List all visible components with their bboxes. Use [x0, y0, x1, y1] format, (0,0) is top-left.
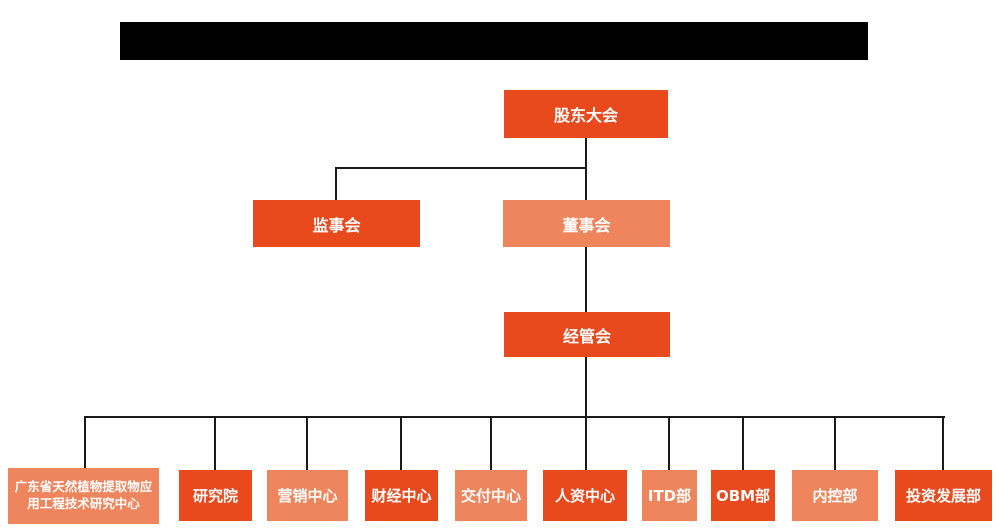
- connector-branch-to-supervisory: [335, 167, 337, 201]
- connector-management-to-rail: [585, 356, 587, 417]
- connector-root-to-board: [585, 138, 587, 201]
- node-label: 交付中心: [460, 487, 521, 505]
- connector-drop-7: [668, 416, 670, 471]
- node-label: 经管会: [562, 326, 611, 346]
- dept-finance-center: 财经中心: [365, 470, 438, 521]
- node-label: 人资中心: [554, 487, 615, 505]
- dept-itd: ITD部: [642, 470, 697, 521]
- connector-drop-2: [214, 416, 216, 471]
- node-label: 监事会: [312, 215, 361, 235]
- connector-drop-3: [306, 416, 308, 471]
- connector-board-to-management: [585, 246, 587, 313]
- dept-internal-control: 内控部: [792, 470, 878, 521]
- node-supervisory-board: 监事会: [253, 200, 420, 247]
- connector-branch-horizontal: [335, 167, 587, 169]
- dept-guangdong-research-center: 广东省天然植物提取物应用工程技术研究中心: [8, 468, 159, 524]
- node-label: 董事会: [562, 215, 611, 235]
- node-shareholders-meeting: 股东大会: [504, 90, 668, 138]
- node-label: 股东大会: [553, 106, 618, 125]
- connector-drop-10: [942, 416, 944, 471]
- node-label: 研究院: [192, 487, 238, 505]
- connector-drop-9: [834, 416, 836, 471]
- node-label: OBM部: [715, 487, 771, 505]
- node-board-of-directors: 董事会: [503, 200, 670, 247]
- dept-research-institute: 研究院: [179, 470, 252, 521]
- node-label: 内控部: [812, 487, 858, 505]
- dept-hr-center: 人资中心: [543, 470, 627, 521]
- dept-delivery-center: 交付中心: [455, 470, 527, 521]
- node-management-committee: 经管会: [504, 312, 670, 357]
- redacted-title-bar: [120, 22, 868, 60]
- dept-marketing-center: 营销中心: [267, 470, 348, 521]
- node-label: 广东省天然植物提取物应用工程技术研究中心: [14, 479, 153, 511]
- dept-investment-development: 投资发展部: [895, 470, 992, 521]
- connector-drop-8: [742, 416, 744, 471]
- node-label: 营销中心: [277, 487, 338, 505]
- node-label: 财经中心: [371, 487, 432, 505]
- connector-drop-6: [585, 416, 587, 471]
- node-label: 投资发展部: [905, 487, 981, 505]
- connector-department-rail: [84, 416, 945, 418]
- node-label: ITD部: [647, 487, 692, 505]
- dept-obm: OBM部: [711, 470, 775, 521]
- connector-drop-4: [400, 416, 402, 471]
- connector-drop-1: [84, 416, 86, 469]
- connector-drop-5: [490, 416, 492, 471]
